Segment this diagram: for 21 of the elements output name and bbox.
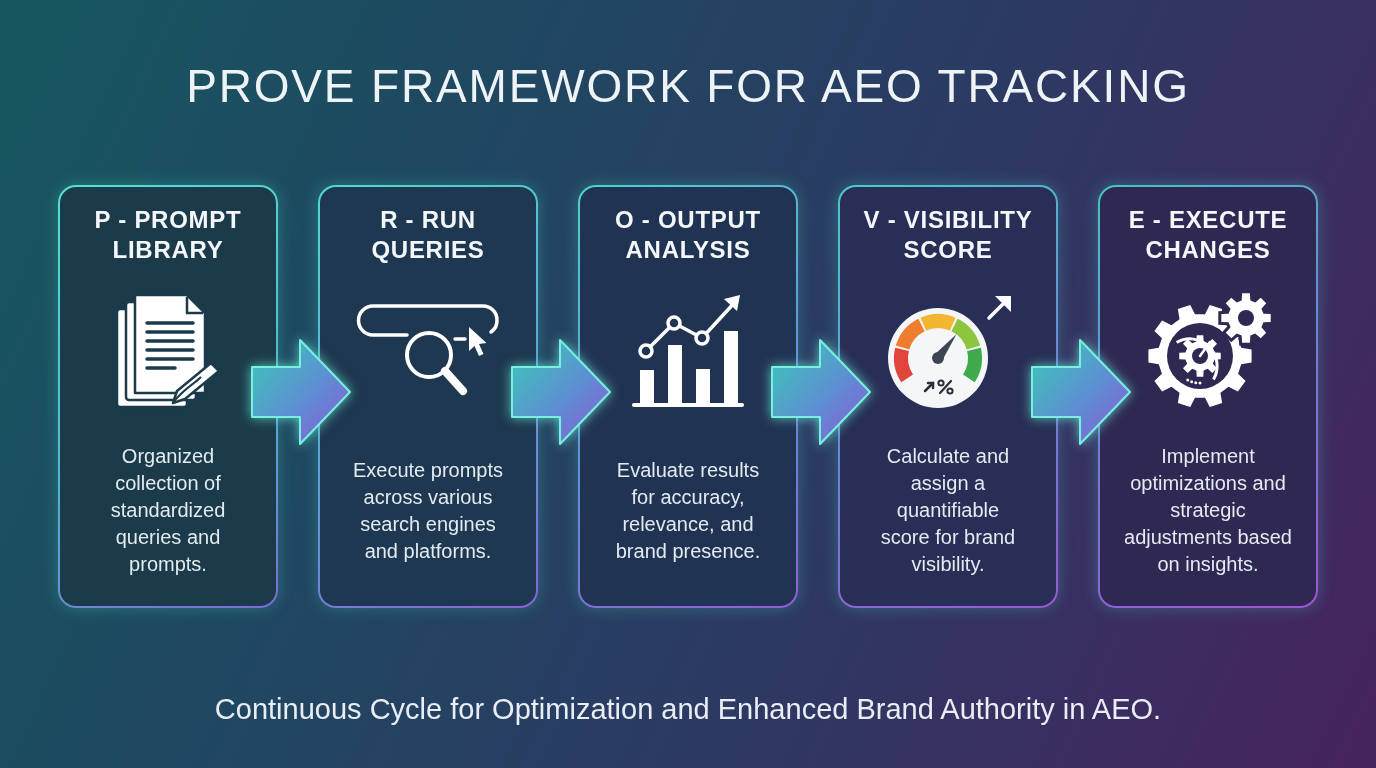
diagram-title: PROVE FRAMEWORK FOR AEO TRACKING	[186, 59, 1190, 114]
step-card	[838, 185, 1058, 608]
card-heading: P - PROMPT LIBRARY	[93, 205, 243, 265]
block-arrow	[1031, 339, 1131, 445]
step-card	[58, 185, 278, 608]
card-heading: E - EXECUTE CHANGES	[1127, 205, 1289, 265]
card-heading: R - RUN QUERIES	[370, 205, 486, 265]
diagram-caption: Continuous Cycle for Optimization and Enhanced Brand Authority in AEO.	[214, 692, 1162, 727]
card-description: Organized collection of standardized queries and prompts.	[109, 444, 227, 577]
block-arrow	[771, 339, 871, 445]
card-description: Implement optimizations and strategic adjustments based on insights.	[1123, 444, 1293, 577]
step-card	[578, 185, 798, 608]
card-description: Calculate and assign a quantifiable score for brand visibility.	[879, 444, 1017, 577]
step-card	[1098, 185, 1318, 608]
step-card	[318, 185, 538, 608]
block-arrow	[511, 339, 611, 445]
card-heading: O - OUTPUT ANALYSIS	[614, 205, 762, 265]
card-heading: V - VISIBILITY SCORE	[862, 205, 1034, 265]
block-arrow	[251, 339, 351, 445]
card-description: Execute prompts across various search engines and platforms.	[351, 457, 505, 564]
card-description: Evaluate results for accuracy, relevance, and brand presence.	[614, 457, 762, 564]
